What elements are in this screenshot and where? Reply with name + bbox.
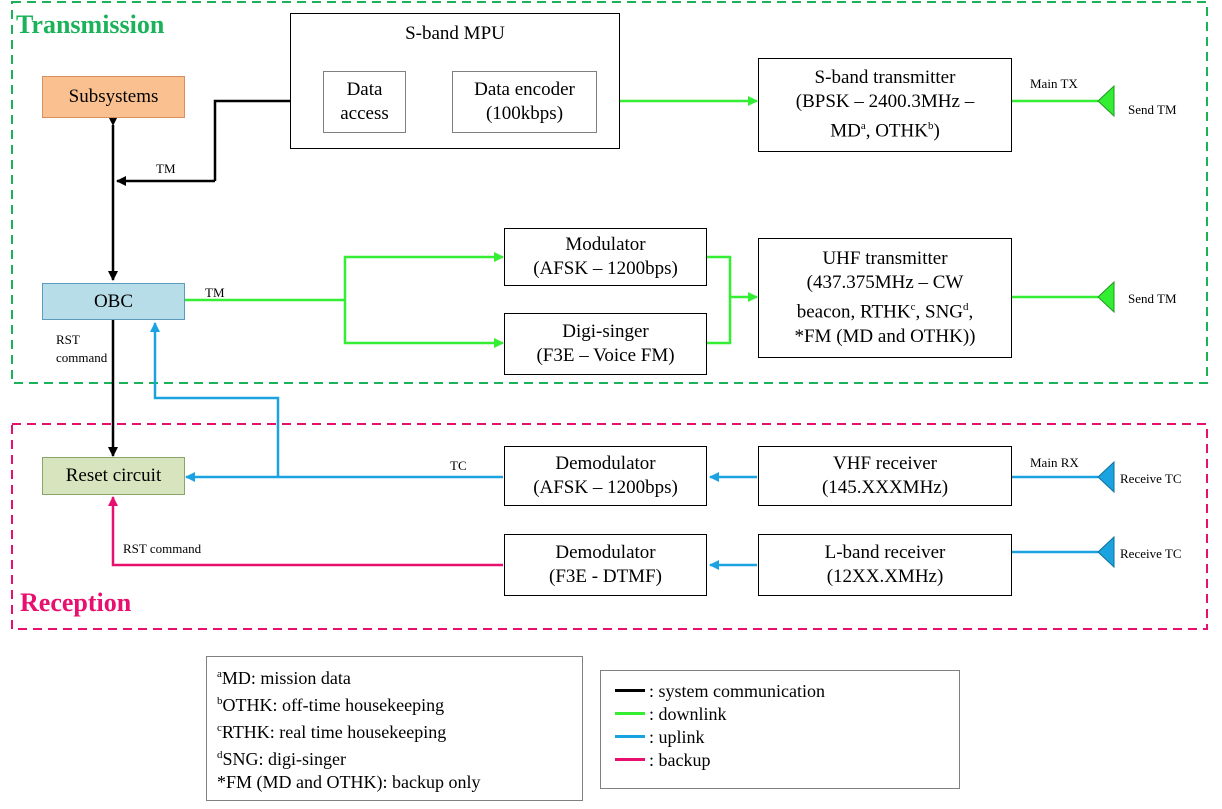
obc-label: OBC xyxy=(93,290,134,312)
tc-label: TC xyxy=(450,458,467,473)
footnote-md: aMD: mission data xyxy=(217,668,351,688)
footnote-sng: dSNG: digi-singer xyxy=(217,749,346,769)
receive-tc-label-2: Receive TC xyxy=(1120,546,1182,561)
vhf-receiver-box: VHF receiver (145.XXXMHz) xyxy=(758,446,1012,506)
demodulator-dtmf-box: Demodulator (F3E - DTMF) xyxy=(504,534,707,596)
data-access-line1: Data xyxy=(346,79,383,100)
legend-item-uplink: : uplink xyxy=(615,725,705,748)
demodulator-afsk-box: Demodulator (AFSK – 1200bps) xyxy=(504,446,707,506)
split-digisinger-link xyxy=(343,300,504,348)
footnotes-box: aMD: mission data bOTHK: off-time housek… xyxy=(206,656,583,801)
footnote-fm: *FM (MD and OTHK): backup only xyxy=(217,772,481,792)
data-encoder-box: Data encoder (100kbps) xyxy=(452,71,597,133)
main-rx-label: Main RX xyxy=(1030,455,1079,470)
data-access-box: Data access xyxy=(323,71,406,133)
tc-obc-link xyxy=(150,322,280,477)
demod-dtmf-line2: (F3E - DTMF) xyxy=(549,566,662,587)
tm-label-obc: TM xyxy=(205,285,225,300)
legend-swatch-system xyxy=(615,689,645,692)
data-encoder-line1: Data encoder xyxy=(474,79,575,100)
antenna-send-tm-1 xyxy=(1097,84,1115,118)
demod-afsk-line1: Demodulator xyxy=(555,453,656,474)
data-encoder-line2: (100kbps) xyxy=(485,103,564,124)
legend-item-system: : system communication xyxy=(615,679,825,702)
data-access-line2: access xyxy=(340,103,389,124)
receive-tc-label-1: Receive TC xyxy=(1120,471,1182,486)
split-modulator-link xyxy=(343,252,504,300)
lband-receiver-box: L-band receiver (12XX.XMHz) xyxy=(758,534,1012,596)
modulator-merge-link xyxy=(707,255,732,297)
sband-mpu-title: S-band MPU xyxy=(405,23,505,44)
lband-rx-line2: (12XX.XMHz) xyxy=(826,566,944,587)
digisinger-merge-link xyxy=(707,297,732,345)
legend-swatch-uplink xyxy=(615,735,645,738)
rst-command-label-obc: RST command xyxy=(56,332,108,365)
legend-box: : system communication : downlink : upli… xyxy=(600,670,960,789)
tm-to-mpu-link xyxy=(213,96,323,181)
legend-swatch-downlink xyxy=(615,712,645,715)
send-tm-label-2: Send TM xyxy=(1128,291,1177,306)
main-tx-label: Main TX xyxy=(1030,76,1078,91)
legend-swatch-backup xyxy=(615,758,645,761)
digisinger-line2: (F3E – Voice FM) xyxy=(536,345,675,366)
antenna-receive-tc-1 xyxy=(1097,460,1115,494)
demod-dtmf-line1: Demodulator xyxy=(555,542,656,563)
footnote-rthk: cRTHK: real time housekeeping xyxy=(217,722,447,742)
digisinger-line1: Digi-singer xyxy=(562,321,649,342)
reset-circuit-box: Reset circuit xyxy=(42,457,185,495)
reception-region xyxy=(11,423,1208,630)
subsystems-box: Subsystems xyxy=(42,76,185,118)
footnote-othk: bOTHK: off-time housekeeping xyxy=(217,695,445,715)
uhf-tx-line1: UHF transmitter xyxy=(822,248,948,270)
legend-item-downlink: : downlink xyxy=(615,702,727,725)
obc-box: OBC xyxy=(42,283,185,320)
uhf-transmitter-box: UHF transmitter (437.375MHz – CW beacon,… xyxy=(758,238,1012,358)
transmission-region xyxy=(11,1,1208,384)
sband-tx-line2: (BPSK – 2400.3MHz – xyxy=(795,91,975,113)
digisinger-box: Digi-singer (F3E – Voice FM) xyxy=(504,313,707,375)
modulator-line1: Modulator xyxy=(565,234,646,255)
rst-command-label-bottom: RST command xyxy=(123,541,202,556)
modulator-box: Modulator (AFSK – 1200bps) xyxy=(504,228,707,286)
sband-tx-line3: MDa, OTHKb) xyxy=(830,120,940,142)
reception-title: Reception xyxy=(20,588,132,617)
legend-item-backup: : backup xyxy=(615,748,710,771)
lband-rx-line1: L-band receiver xyxy=(824,542,946,563)
vhf-rx-line2: (145.XXXMHz) xyxy=(821,477,949,498)
uhf-tx-line3: beacon, RTHKc, SNGd, xyxy=(796,301,974,323)
modulator-line2: (AFSK – 1200bps) xyxy=(533,258,678,279)
send-tm-label-1: Send TM xyxy=(1128,102,1177,117)
subsystems-label: Subsystems xyxy=(68,86,159,107)
vhf-rx-line1: VHF receiver xyxy=(833,453,937,474)
sband-tx-line1: S-band transmitter xyxy=(814,67,956,89)
sband-transmitter-box: S-band transmitter (BPSK – 2400.3MHz – M… xyxy=(758,58,1012,152)
uhf-tx-line4: *FM (MD and OTHK)) xyxy=(794,325,976,347)
dtmf-reset-link xyxy=(108,496,503,567)
tm-label-top: TM xyxy=(156,161,176,176)
antenna-receive-tc-2 xyxy=(1097,535,1115,569)
transmission-title: Transmission xyxy=(16,10,165,39)
antenna-send-tm-2 xyxy=(1097,280,1115,314)
demod-afsk-line2: (AFSK – 1200bps) xyxy=(533,477,678,498)
reset-circuit-label: Reset circuit xyxy=(65,465,162,486)
uhf-tx-line2: (437.375MHz – CW xyxy=(806,272,964,294)
